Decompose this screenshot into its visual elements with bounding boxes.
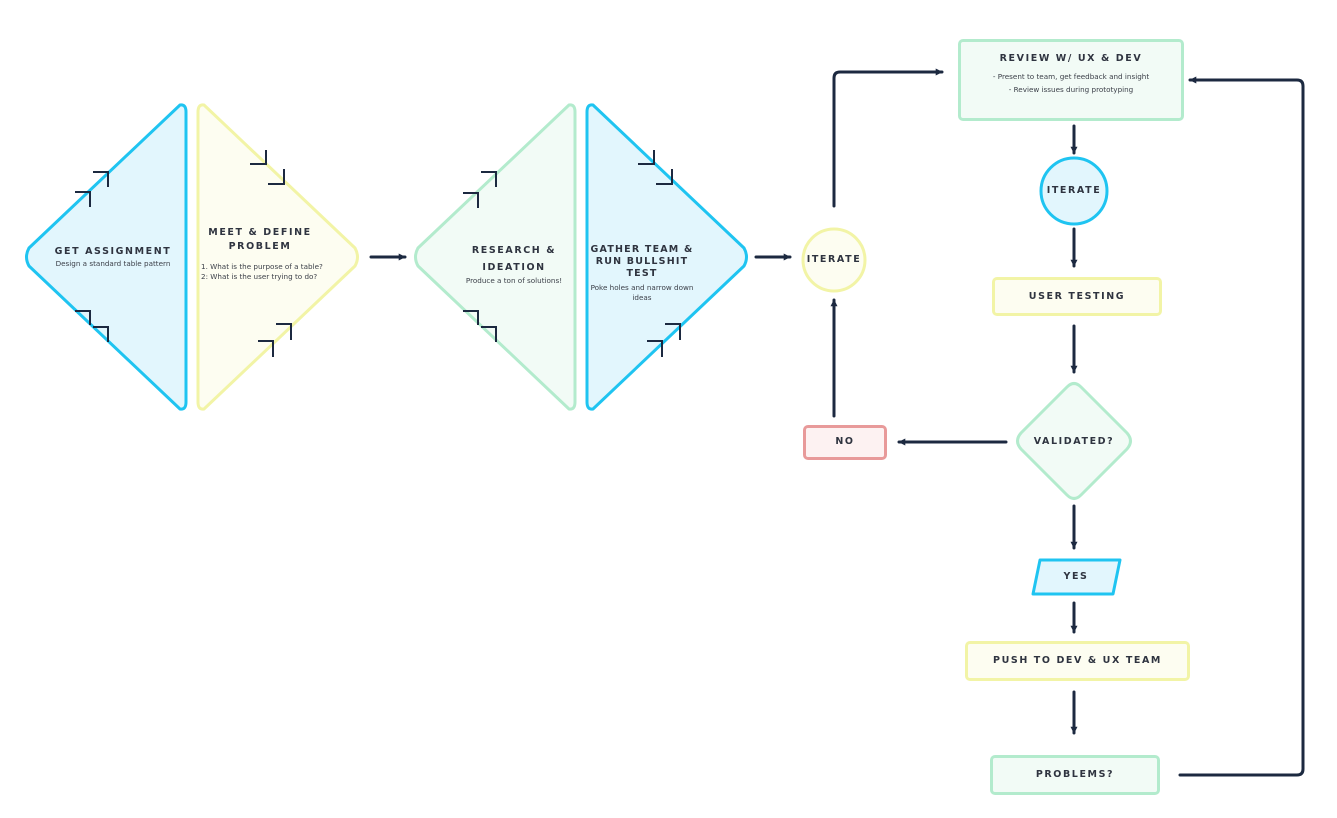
research-title: RESEARCH & IDEATION	[471, 245, 557, 273]
problems-node[interactable]	[990, 755, 1160, 795]
validated-label: VALIDATED?	[1033, 436, 1115, 447]
review-node[interactable]	[958, 39, 1184, 121]
meet-define-desc: 1. What is the purpose of a table? 2: Wh…	[201, 262, 341, 282]
no-node[interactable]	[803, 425, 887, 460]
validated-node[interactable]	[1016, 382, 1132, 500]
yes-label: YES	[1063, 571, 1089, 582]
gather-team-title: GATHER TEAM & RUN BULLSHIT TEST	[590, 244, 694, 279]
get-assignment-desc: Design a standard table pattern	[55, 259, 171, 268]
meet-define-shape[interactable]	[196, 103, 359, 411]
review-title: REVIEW W/ UX & DEV	[999, 53, 1143, 64]
get-assignment-title: GET ASSIGNMENT	[54, 246, 172, 257]
push-node[interactable]	[965, 641, 1190, 681]
user-testing-label: USER TESTING	[1028, 291, 1126, 302]
gather-team-label: GATHER TEAM & RUN BULLSHIT TEST Poke hol…	[590, 244, 694, 303]
research-shape[interactable]	[414, 103, 577, 411]
review-desc-1: - Present to team, get feedback and insi…	[992, 72, 1150, 81]
get-assignment-label: GET ASSIGNMENT Design a standard table p…	[40, 245, 186, 269]
yes-node[interactable]	[1031, 558, 1122, 596]
meet-define-label: MEET & DEFINE PROBLEM	[200, 226, 320, 254]
research-label: RESEARCH & IDEATION Produce a ton of sol…	[458, 242, 570, 286]
review-desc-2: - Review issues during prototyping	[1008, 85, 1134, 94]
research-desc: Produce a ton of solutions!	[465, 276, 563, 285]
iterate-left-node[interactable]	[801, 227, 867, 293]
meet-define-desc-1: 1. What is the purpose of a table?	[201, 262, 323, 271]
meet-define-desc-2: 2: What is the user trying to do?	[201, 272, 318, 281]
bracket-marks	[75, 150, 681, 357]
problems-label: PROBLEMS?	[1035, 769, 1115, 780]
connectors	[369, 68, 1305, 777]
iterate-right-node[interactable]	[1039, 156, 1109, 226]
no-label: NO	[835, 436, 855, 447]
iterate-right-label: ITERATE	[1046, 185, 1102, 196]
iterate-left-label: ITERATE	[806, 254, 862, 265]
push-label: PUSH TO DEV & UX TEAM	[993, 655, 1162, 666]
user-testing-node[interactable]	[992, 277, 1162, 316]
gather-team-desc: Poke holes and narrow down ideas	[590, 283, 694, 302]
meet-define-title: MEET & DEFINE PROBLEM	[208, 227, 312, 252]
get-assignment-shape[interactable]	[25, 103, 188, 411]
review-label: REVIEW W/ UX & DEV - Present to team, ge…	[958, 52, 1184, 96]
gather-team-shape[interactable]	[585, 103, 748, 411]
